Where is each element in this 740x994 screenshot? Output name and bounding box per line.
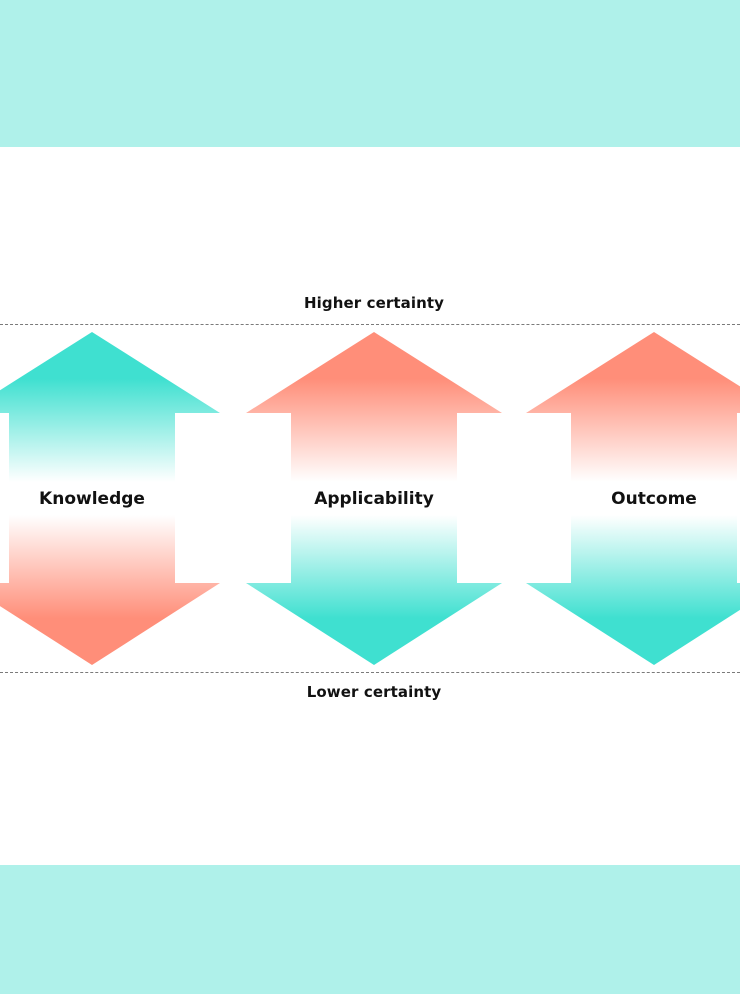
knowledge-arrow: Knowledge — [0, 332, 220, 665]
higher-certainty-label: Higher certainty — [303, 294, 445, 312]
outcome-double-arrow-shape — [526, 332, 740, 665]
outcome-label: Outcome — [611, 489, 697, 509]
bottom-band — [0, 865, 740, 994]
knowledge-double-arrow-shape — [0, 332, 220, 665]
top-band — [0, 0, 740, 147]
applicability-label: Applicability — [314, 489, 434, 509]
lower-certainty-line — [0, 672, 740, 673]
lower-certainty-label: Lower certainty — [306, 683, 442, 701]
applicability-arrow: Applicability — [246, 332, 502, 665]
higher-certainty-line — [0, 324, 740, 325]
applicability-double-arrow-shape — [246, 332, 502, 665]
outcome-arrow: Outcome — [526, 332, 740, 665]
knowledge-label: Knowledge — [39, 489, 145, 509]
